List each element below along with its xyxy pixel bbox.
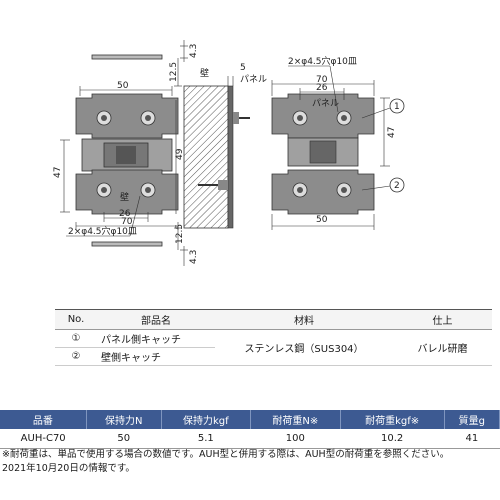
dim-49: 49 <box>175 148 185 160</box>
hole-note-left: 2×φ4.5穴φ10皿 <box>68 225 137 237</box>
dim-12-5-bottom: 12.5 <box>175 224 185 244</box>
dim-panel-thickness: 5 <box>240 63 246 73</box>
side-section-view <box>183 85 250 229</box>
part-name: 壁側キャッチ <box>97 347 215 366</box>
dim-pitch-26: 26 <box>119 209 131 219</box>
technical-drawing: 壁 50 47 26 70 2×φ4.5穴φ10皿 <box>53 40 405 266</box>
dim-width-50-right: 50 <box>316 215 328 225</box>
spec-load-n: 100 <box>250 429 341 449</box>
left-catch-assembly: 壁 <box>75 54 179 247</box>
spec-mass: 41 <box>444 429 500 449</box>
note-load: ※耐荷重は、単品で使用する場合の数値です。AUH型と併用する際は、AUH型の耐荷… <box>2 449 450 460</box>
wall-hatch <box>183 85 229 229</box>
part-name: パネル側キャッチ <box>97 329 215 348</box>
callout-2-circle <box>389 177 405 193</box>
label-panel: パネル <box>240 74 267 85</box>
parts-header-finish: 仕上 <box>393 309 492 330</box>
dim-12-5-top: 12.5 <box>169 62 179 82</box>
stamp-wall: 壁 <box>120 191 129 203</box>
parts-header-no: No. <box>55 309 97 330</box>
right-catch-assembly: パネル <box>271 93 375 215</box>
parts-header-row: No. 部品名 材料 仕上 <box>55 309 492 330</box>
label-wall: 壁 <box>200 67 209 79</box>
spec-model: AUH-C70 <box>0 429 87 449</box>
dim-4-3-top: 4.3 <box>189 44 199 58</box>
table-row: ② 壁側キャッチ <box>55 347 492 366</box>
dim-width-70-right: 70 <box>316 75 328 85</box>
callout-1-circle <box>389 98 405 114</box>
table-row: ① パネル側キャッチ ステンレス鋼（SUS304） バレル研磨 <box>55 329 492 366</box>
spec-header-hold-kgf: 保持力kgf <box>161 410 252 429</box>
dim-width-50: 50 <box>117 81 129 91</box>
note-date: 2021年10月20日の情報です。 <box>2 463 135 474</box>
spec-header-load-kgf: 耐荷重kgf※ <box>340 410 445 429</box>
dim-height-47: 47 <box>53 167 63 178</box>
hole-note-right: 2×φ4.5穴φ10皿 <box>288 55 357 67</box>
spec-header-mass: 質量g <box>444 410 500 429</box>
spec-header-row: 品番 保持力N 保持力kgf 耐荷重N※ 耐荷重kgf※ 質量g <box>0 410 500 429</box>
dim-4-3-bottom: 4.3 <box>189 250 199 264</box>
callout-2: 2 <box>394 181 400 191</box>
spec-header-hold-n: 保持力N <box>86 410 162 429</box>
panel-catch-top <box>271 93 375 139</box>
spec-load-kgf: 10.2 <box>340 429 445 449</box>
part-finish: バレル研磨 <box>393 329 492 366</box>
table-row: AUH-C70 50 5.1 100 10.2 41 <box>0 429 500 449</box>
panel-catch-bottom <box>271 169 375 215</box>
dim-width-70: 70 <box>121 217 133 227</box>
callout-1: 1 <box>394 102 400 112</box>
wall-catch-bottom <box>75 169 179 215</box>
panel-plate <box>227 85 234 229</box>
parts-header-material: 材料 <box>215 309 393 330</box>
spec-hold-n: 50 <box>86 429 162 449</box>
stamp-panel: パネル <box>312 98 339 109</box>
wall-catch-top <box>75 93 179 139</box>
part-no: ① <box>55 329 97 348</box>
part-no: ② <box>55 347 97 366</box>
part-material: ステンレス鋼（SUS304） <box>215 329 393 366</box>
parts-header-name: 部品名 <box>97 309 215 330</box>
parts-table: No. 部品名 材料 仕上 ① パネル側キャッチ ステンレス鋼（SUS304） … <box>55 309 492 366</box>
spec-header-load-n: 耐荷重N※ <box>250 410 341 429</box>
dim-height-47-right: 47 <box>387 127 397 138</box>
spec-table: 品番 保持力N 保持力kgf 耐荷重N※ 耐荷重kgf※ 質量g AUH-C70… <box>0 410 500 449</box>
dim-pitch-26-right: 26 <box>316 83 328 93</box>
spec-hold-kgf: 5.1 <box>161 429 251 449</box>
spec-header-model: 品番 <box>0 410 87 429</box>
